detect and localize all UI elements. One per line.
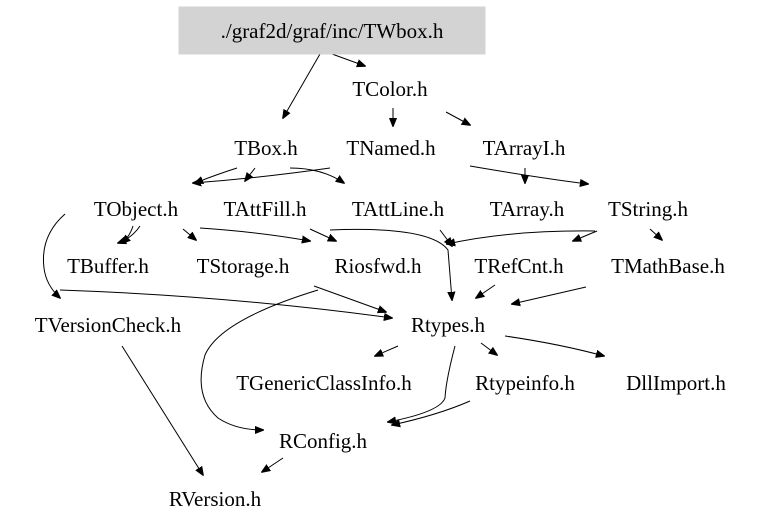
- edge-tstring-tmathbase: [649, 228, 662, 240]
- edge-twbox-tcolor: [331, 53, 365, 66]
- edge-tobject-tbuffer-2: [118, 225, 141, 243]
- edge-tmathbase-rtypes: [512, 286, 587, 304]
- edge-twbox-tbox: [283, 53, 321, 118]
- edge-rtypes-rconfig: [388, 345, 456, 422]
- edge-rtypeinfo-rconfig: [392, 400, 471, 425]
- edge-rtypes-tgenericclassinfo: [375, 345, 399, 356]
- edge-tnamed-tobject: [193, 167, 331, 183]
- node-tgenericclassinfo: TGenericClassInfo.h: [236, 371, 412, 395]
- nodes: TColor.h TBox.h TNamed.h TArrayI.h TObje…: [35, 77, 727, 511]
- node-tmathbase: TMathBase.h: [611, 254, 725, 278]
- node-tcolor: TColor.h: [352, 77, 428, 101]
- edge-tversioncheck-rversion: [121, 345, 203, 475]
- edge-tnamed-tstring: [469, 165, 588, 184]
- node-rtypes: Rtypes.h: [411, 313, 486, 337]
- root-node-label: ./graf2d/graf/inc/TWbox.h: [221, 19, 444, 43]
- edge-rtypes-rtypeinfo: [480, 342, 497, 355]
- edge-tstorage-rtypes: [313, 285, 386, 312]
- edge-tobject-tstorage: [182, 228, 196, 240]
- node-rtypeinfo: Rtypeinfo.h: [475, 371, 575, 395]
- edge-tbox-tattline: [289, 167, 344, 183]
- node-tnamed: TNamed.h: [346, 136, 436, 160]
- node-tarray: TArray.h: [490, 197, 565, 221]
- edge-tcolor-tarrayi: [445, 111, 470, 125]
- node-tstring: TString.h: [608, 197, 688, 221]
- node-riosfwd: Riosfwd.h: [335, 254, 422, 278]
- edge-tstring-trefcnt: [573, 230, 598, 241]
- edges: [42, 53, 662, 475]
- root-node-box: [178, 6, 486, 55]
- node-rversion: RVersion.h: [169, 487, 262, 511]
- node-tattline: TAttLine.h: [352, 197, 445, 221]
- edge-tobject-riosfwd: [199, 227, 310, 241]
- edge-riosfwd-rconfig: [200, 289, 319, 430]
- edge-trefcnt-rtypes: [476, 284, 496, 298]
- node-trefcnt: TRefCnt.h: [474, 254, 564, 278]
- node-tobject: TObject.h: [94, 197, 179, 221]
- node-dllimport: DllImport.h: [626, 371, 726, 395]
- node-tbuffer: TBuffer.h: [67, 254, 149, 278]
- root-node: ./graf2d/graf/inc/TWbox.h: [178, 6, 486, 55]
- edge-tbox-tattfill: [245, 167, 256, 181]
- node-tattfill: TAttFill.h: [224, 197, 307, 221]
- edge-tattline-rtypes: [329, 228, 452, 300]
- node-tversioncheck: TVersionCheck.h: [35, 313, 182, 337]
- edge-tstring-riosfwd: [447, 230, 596, 244]
- edge-tbuffer-rtypes: [59, 289, 392, 318]
- node-rconfig: RConfig.h: [279, 429, 368, 453]
- edge-tobject-tversioncheck: [42, 213, 66, 298]
- edge-tattfill-riosfwd: [309, 228, 336, 241]
- edge-rtypes-dllimport: [504, 335, 604, 356]
- node-tarrayi: TArrayI.h: [483, 136, 566, 160]
- edge-rconfig-rversion: [262, 457, 284, 472]
- node-tbox: TBox.h: [234, 136, 298, 160]
- node-tstorage: TStorage.h: [197, 254, 290, 278]
